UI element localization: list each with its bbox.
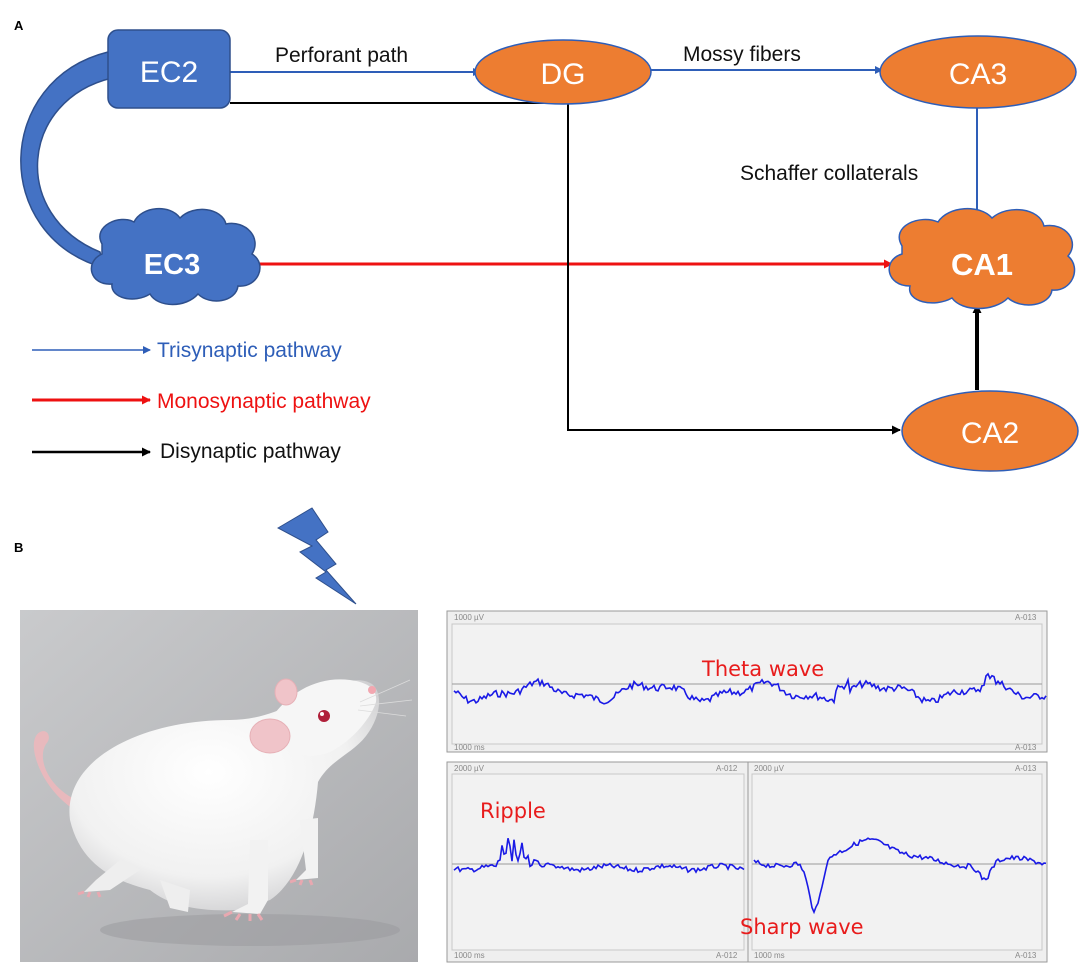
ripple-trace	[453, 838, 745, 874]
panel-label-b: B	[14, 540, 24, 555]
sharp-wave-trace	[753, 837, 1047, 915]
node-ec3: EC3	[90, 208, 261, 306]
br-chan-label-bottom: A-013	[1015, 951, 1037, 960]
node-dg-label: DG	[541, 58, 586, 91]
top-scale-label: 1000 µV	[454, 613, 485, 622]
top-chan-label-bottom: A-013	[1015, 743, 1037, 752]
node-ca1-label: CA1	[951, 247, 1013, 282]
bl-chan-label-bottom: A-012	[716, 951, 738, 960]
schaffer-collaterals-label: Schaffer collaterals	[740, 162, 918, 185]
top-chan-label-top: A-013	[1015, 613, 1037, 622]
eeg-top-panel: 1000 µV A-013 1000 ms A-013 Theta wave	[446, 610, 1048, 753]
top-time-label: 1000 ms	[454, 743, 485, 752]
lightning-bolt-icon	[276, 507, 357, 605]
ec2-to-ec3-curved-arrow	[20, 51, 113, 270]
bl-scale-label: 2000 µV	[454, 764, 485, 773]
eeg-bottom-left-panel: 2000 µV A-012 1000 ms A-012 Ripple	[446, 761, 749, 963]
node-ca3: CA3	[879, 35, 1077, 109]
br-chan-label-top: A-013	[1015, 764, 1037, 773]
legend-mono-label: Monosynaptic pathway	[157, 390, 371, 413]
legend-di-label: Disynaptic pathway	[160, 440, 341, 463]
node-ec3-label: EC3	[144, 249, 200, 281]
ripple-label: Ripple	[480, 799, 546, 823]
node-ca2: CA2	[901, 390, 1079, 472]
br-time-label: 1000 ms	[754, 951, 785, 960]
rat-illustration	[20, 610, 418, 962]
node-ec2-label: EC2	[140, 56, 198, 89]
dg-to-ca2-arrow	[567, 103, 901, 435]
eeg-bottom-right-panel: 2000 µV A-013 1000 ms A-013 Sharp wave	[740, 761, 1048, 963]
theta-trace	[453, 672, 1047, 705]
panel-label-a: A	[14, 18, 24, 33]
node-dg: DG	[474, 39, 652, 105]
bl-chan-label-top: A-012	[716, 764, 738, 773]
legend-tri-label: Trisynaptic pathway	[157, 339, 342, 362]
theta-wave-label: Theta wave	[701, 657, 824, 681]
bl-time-label: 1000 ms	[454, 951, 485, 960]
node-ca2-label: CA2	[961, 417, 1019, 450]
br-scale-label: 2000 µV	[754, 764, 785, 773]
node-ec2: EC2	[107, 29, 231, 109]
mossy-fibers-label: Mossy fibers	[683, 43, 801, 66]
node-ca1: CA1	[888, 207, 1076, 310]
node-ca3-label: CA3	[949, 58, 1007, 91]
legend: Trisynaptic pathway Monosynaptic pathway…	[32, 339, 371, 463]
perforant-path-label: Perforant path	[275, 44, 408, 67]
sharp-wave-label: Sharp wave	[740, 915, 864, 939]
